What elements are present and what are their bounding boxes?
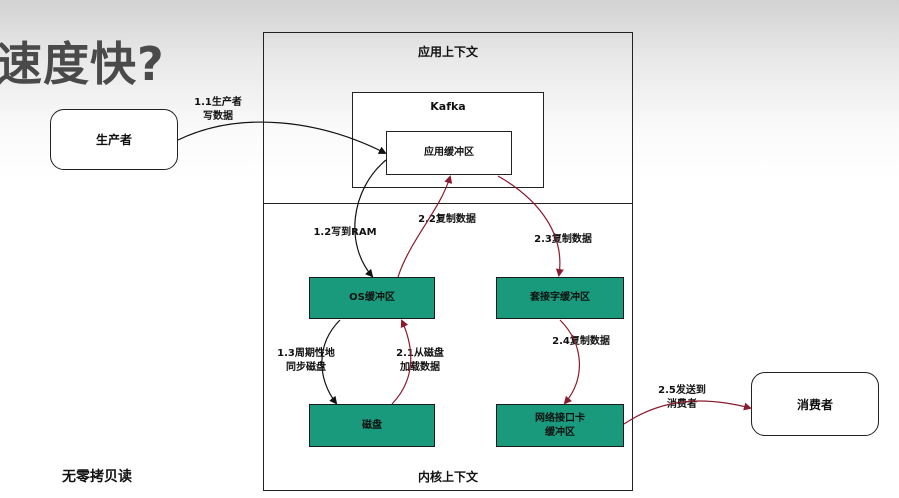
arrow-2-3	[497, 175, 564, 277]
footer-label: 无零拷贝读	[62, 469, 132, 485]
producer-node: 生产者	[50, 109, 178, 170]
arrow-2-1	[391, 319, 412, 405]
step-1-1-line2: 写数据	[203, 111, 233, 122]
nic-buffer-label-line2: 缓冲区	[545, 426, 575, 438]
step-1-1-label: 1.1生产者 写数据	[178, 96, 258, 124]
slide-title: 速度快?	[0, 37, 165, 91]
step-1-3-label: 1.3周期性地 同步磁盘	[266, 347, 346, 375]
arrow-1-1	[177, 121, 387, 154]
step-2-2-label: 2.2复制数据	[418, 214, 476, 225]
context-frame	[263, 32, 633, 491]
step-1-3-line2: 同步磁盘	[286, 362, 326, 373]
arrow-1-2	[354, 159, 387, 278]
os-buffer-label: OS缓冲区	[349, 292, 395, 303]
step-2-1-line2: 加载数据	[400, 362, 440, 373]
step-2-3-label: 2.3复制数据	[534, 234, 592, 245]
step-1-1-line1: 1.1生产者	[194, 97, 242, 108]
disk-box: 磁盘	[309, 404, 435, 447]
disk-label: 磁盘	[362, 419, 382, 431]
step-2-4-label: 2.4复制数据	[552, 336, 610, 347]
nic-buffer-label-line1: 网络接口卡	[535, 412, 585, 424]
step-2-5-line2: 消费者	[667, 399, 697, 410]
step-1-3-line1: 1.3周期性地	[277, 348, 335, 359]
socket-buffer-label: 套接字缓冲区	[530, 292, 590, 303]
step-2-1-line1: 2.1从磁盘	[396, 348, 444, 359]
step-2-5-line1: 2.5发送到	[658, 385, 706, 396]
arrow-2-5	[623, 400, 752, 425]
step-2-1-label: 2.1从磁盘 加载数据	[380, 347, 460, 375]
consumer-label: 消费者	[796, 397, 833, 412]
app-context-label: 应用上下文	[417, 45, 478, 59]
app-buffer-box: 应用缓冲区	[386, 131, 512, 175]
step-1-2-label: 1.2写到RAM	[313, 227, 377, 238]
kafka-label: Kafka	[430, 100, 466, 113]
arrow-2-2	[397, 175, 453, 278]
arrow-2-4	[559, 319, 581, 405]
nic-buffer-box: 网络接口卡 缓冲区	[496, 404, 624, 447]
arrow-1-3	[321, 319, 341, 405]
context-divider	[263, 203, 633, 204]
os-buffer-box: OS缓冲区	[309, 277, 435, 319]
step-2-5-label: 2.5发送到 消费者	[642, 384, 722, 412]
producer-label: 生产者	[95, 133, 132, 147]
socket-buffer-box: 套接字缓冲区	[496, 277, 624, 319]
app-buffer-label: 应用缓冲区	[424, 147, 474, 158]
kernel-context-label: 内核上下文	[417, 470, 478, 484]
